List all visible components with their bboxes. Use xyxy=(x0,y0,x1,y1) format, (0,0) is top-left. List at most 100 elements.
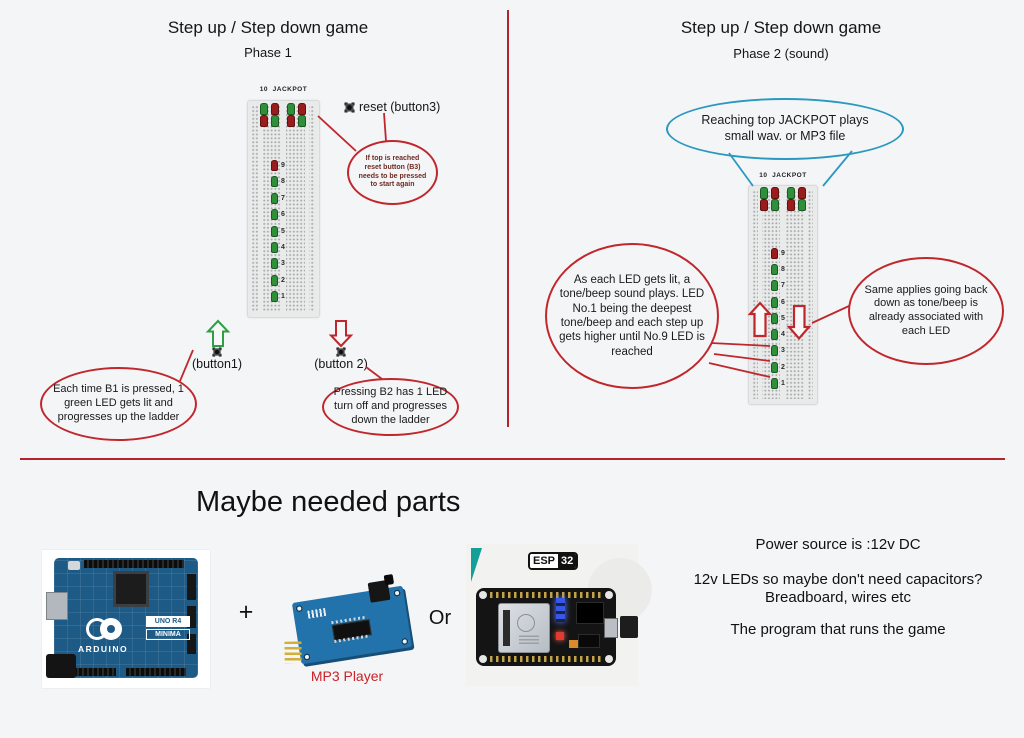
b1-note-oval: Each time B1 is pressed, 1 green LED get… xyxy=(40,367,197,441)
arduino-model-badge: UNO R4 MINIMA xyxy=(146,616,190,640)
tone-note-oval: As each LED gets lit, a tone/beep sound … xyxy=(545,243,719,389)
mp3-player-label: MP3 Player xyxy=(310,668,384,684)
arduino-model-bottom: MINIMA xyxy=(146,629,190,640)
ladder-led-number: 8 xyxy=(781,266,785,273)
ladder-led-number: 5 xyxy=(781,315,785,322)
note-power: Power source is :12v DC xyxy=(755,536,921,553)
ladder-led-number: 2 xyxy=(281,277,285,284)
ic-chip xyxy=(576,602,604,624)
up-arrow-icon xyxy=(205,319,231,347)
ladder-led xyxy=(271,176,278,187)
jackpot-led-green xyxy=(298,115,306,127)
ladder-led xyxy=(771,329,778,340)
ladder-led xyxy=(771,345,778,356)
power-jack xyxy=(46,654,76,678)
connector-line xyxy=(317,115,357,152)
note-program: The program that runs the game xyxy=(730,621,946,638)
audio-jack xyxy=(383,574,395,586)
ladder-led xyxy=(771,362,778,373)
pin-header xyxy=(187,574,196,600)
esp32-board xyxy=(476,588,618,666)
down-arrow-icon xyxy=(328,320,354,348)
ladder-led-number: 5 xyxy=(281,228,285,235)
pin-header xyxy=(187,634,196,654)
right-board-jackpot-label: 10 JACKPOT xyxy=(759,172,807,179)
right-subtitle: Phase 2 (sound) xyxy=(733,46,829,61)
ladder-led-number: 7 xyxy=(781,282,785,289)
ladder-led-number: 7 xyxy=(281,195,285,202)
b1-note-text: Each time B1 is pressed, 1 green LED get… xyxy=(53,383,184,423)
parts-heading: Maybe needed parts xyxy=(196,486,461,518)
jackpot-led-green xyxy=(287,103,295,115)
arduino-board: ARDUINO UNO R4 MINIMA xyxy=(54,558,198,678)
jackpot-led-red xyxy=(298,103,306,115)
jackpot-led-green xyxy=(771,199,779,211)
left-subtitle: Phase 1 xyxy=(244,45,292,60)
reset-button xyxy=(68,561,80,570)
left-title: Step up / Step down game xyxy=(167,18,369,37)
jackpot-led-red xyxy=(760,199,768,211)
pin-header xyxy=(126,668,186,676)
ladder-led-number: 1 xyxy=(281,293,285,300)
mp3-player-photo xyxy=(282,574,413,672)
ladder-led-number: 3 xyxy=(781,347,785,354)
ladder-led xyxy=(771,264,778,275)
reset-note-text: If top is reached reset button (B3) need… xyxy=(358,155,427,189)
jackpot-note-bubble: Reaching top JACKPOT plays small wav. or… xyxy=(666,98,904,160)
ladder-led xyxy=(271,291,278,302)
ladder-led xyxy=(771,280,778,291)
ladder-led-number: 1 xyxy=(781,380,785,387)
jackpot-led-red xyxy=(271,103,279,115)
orange-led xyxy=(569,640,581,648)
ladder-led xyxy=(271,209,278,220)
teal-corner-accent xyxy=(471,548,482,582)
ladder-led-number: 3 xyxy=(281,260,285,267)
esp32-logo-esp: ESP xyxy=(530,554,559,568)
push-button-icon xyxy=(212,347,222,357)
esp32-logo: ESP 32 xyxy=(528,552,579,570)
jackpot-led-red xyxy=(771,187,779,199)
push-button-icon xyxy=(336,347,346,357)
esp32-logo-32: 32 xyxy=(558,554,577,568)
ladder-led xyxy=(271,258,278,269)
ladder-led xyxy=(271,193,278,204)
red-led xyxy=(556,632,564,640)
ladder-led xyxy=(771,297,778,308)
pin-header xyxy=(74,668,116,676)
jackpot-led-green xyxy=(260,103,268,115)
arduino-logo-icon xyxy=(107,625,115,633)
ladder-led-number: 8 xyxy=(281,178,285,185)
tone-note-text: As each LED gets lit, a tone/beep sound … xyxy=(559,273,705,358)
pin-header xyxy=(187,606,196,628)
ladder-led xyxy=(271,275,278,286)
down-note-oval: Same applies going back down as tone/bee… xyxy=(848,257,1004,365)
pin-row xyxy=(490,656,602,662)
push-button-icon xyxy=(344,102,355,113)
usb-connector xyxy=(46,592,68,620)
micro-usb-port xyxy=(604,618,618,638)
jackpot-led-green xyxy=(760,187,768,199)
header-pins xyxy=(284,641,302,664)
left-breadboard: 9 8 7 6 5 4 3 2 1 xyxy=(247,100,320,318)
ladder-led xyxy=(771,313,778,324)
or-label: Or xyxy=(428,607,452,629)
plus-sign: + xyxy=(238,598,254,626)
usb-cable-plug xyxy=(620,616,638,638)
arduino-brand-text: ARDUINO xyxy=(78,644,129,654)
jackpot-led-red xyxy=(798,187,806,199)
jackpot-led-red xyxy=(787,199,795,211)
reset-note-oval: If top is reached reset button (B3) need… xyxy=(347,140,438,205)
ladder-led-number: 2 xyxy=(781,364,785,371)
mp3-module-board xyxy=(284,574,413,665)
microcontroller-chip xyxy=(116,574,146,604)
ladder-led-number: 9 xyxy=(281,162,285,169)
left-board-jackpot-label: 10 JACKPOT xyxy=(259,86,308,93)
ladder-led-number: 4 xyxy=(781,331,785,338)
section-divider-horizontal xyxy=(20,458,1005,460)
jackpot-led-red xyxy=(287,115,295,127)
button2-label: (button 2) xyxy=(314,357,368,371)
jackpot-led-green xyxy=(787,187,795,199)
pin-row xyxy=(490,592,602,598)
ladder-led xyxy=(271,160,278,171)
